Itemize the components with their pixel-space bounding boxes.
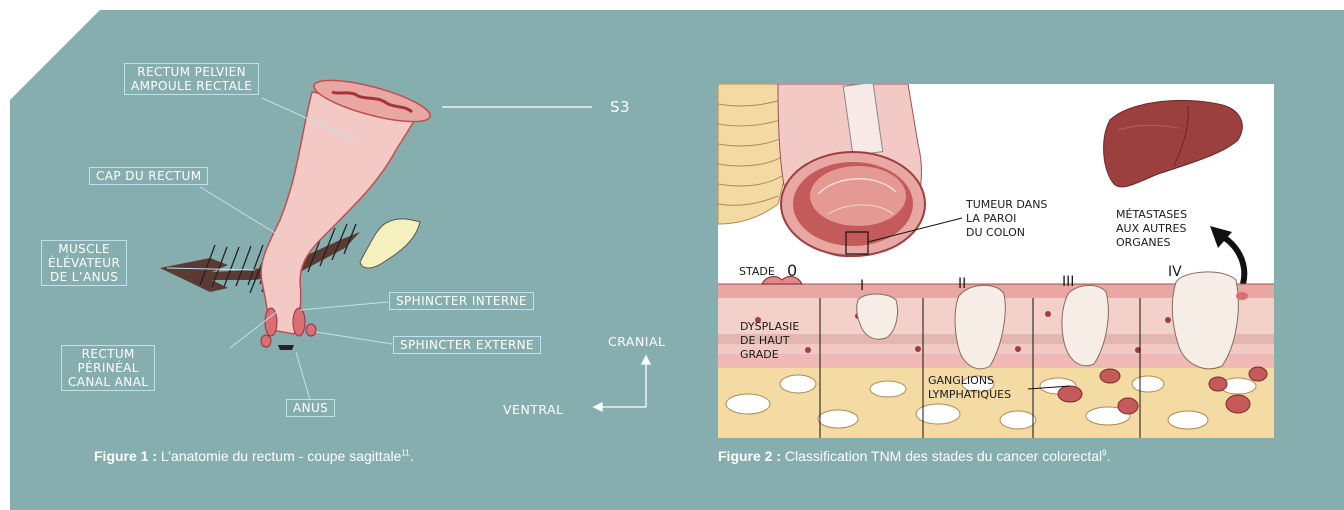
sphincter-external-shape xyxy=(261,335,271,347)
label-tumeur-line2: LA PAROI xyxy=(966,212,1047,226)
label-sphincter-interne: SPHINCTER INTERNE xyxy=(389,292,534,310)
label-tumeur-line3: DU COLON xyxy=(966,226,1047,240)
figure1-caption-ref: 11 xyxy=(401,448,409,457)
label-canal-anal: CANAL ANAL xyxy=(68,375,148,389)
label-cranial: CRANIAL xyxy=(608,334,666,349)
figure1-caption-text: L’anatomie du rectum - coupe sagittale xyxy=(157,448,401,464)
figure2-caption-text: Classification TNM des stades du cancer … xyxy=(781,448,1102,464)
coccyx xyxy=(360,219,420,268)
figure1-caption-end: . xyxy=(410,448,414,464)
label-ganglions-line1: GANGLIONS xyxy=(928,374,1011,388)
sphincter-internal-shape xyxy=(265,308,277,336)
label-dysplasie-line2: DE HAUT xyxy=(740,334,799,348)
label-dysplasie-line1: DYSPLASIE xyxy=(740,320,799,334)
label-stade: STADE xyxy=(739,265,775,279)
label-stage-0: 0 xyxy=(787,261,797,280)
label-muscle-line3: DE L’ANUS xyxy=(48,270,120,284)
label-rectum-perineal-line1: RECTUM xyxy=(68,347,148,361)
label-rectum-pelvien-line1: RECTUM PELVIEN xyxy=(131,65,252,79)
label-rectum-pelvien: RECTUM PELVIEN AMPOULE RECTALE xyxy=(124,63,259,95)
label-sphincter-externe: SPHINCTER EXTERNE xyxy=(393,336,541,354)
label-ampoule-rectale: AMPOULE RECTALE xyxy=(131,79,252,93)
levator-muscle xyxy=(160,224,360,293)
label-ganglions-line2: LYMPHATIQUES xyxy=(928,388,1011,402)
label-ventral: VENTRAL xyxy=(503,402,564,417)
label-rectum-perineal-line2: PÉRINÉAL xyxy=(68,361,148,375)
label-stage-3: III xyxy=(1062,274,1074,290)
label-metastases-line2: AUX AUTRES xyxy=(1116,222,1187,236)
label-anus: ANUS xyxy=(286,399,335,417)
colon xyxy=(778,84,925,257)
figure2-caption-end: . xyxy=(1107,448,1111,464)
label-muscle-line2: ÉLÉVATEUR xyxy=(48,256,120,270)
label-muscle-elevateur: MUSCLE ÉLÉVATEUR DE L’ANUS xyxy=(41,240,127,286)
label-tumeur-line1: TUMEUR DANS xyxy=(966,198,1047,212)
figure2-caption-bold: Figure 2 : xyxy=(718,448,781,464)
label-dysplasie: DYSPLASIE DE HAUT GRADE xyxy=(740,320,799,362)
label-metastases-line3: ORGANES xyxy=(1116,236,1187,250)
figure1-caption-bold: Figure 1 : xyxy=(94,448,157,464)
label-cap-du-rectum: CAP DU RECTUM xyxy=(89,167,208,185)
label-dysplasie-line3: GRADE xyxy=(740,348,799,362)
label-tumeur: TUMEUR DANS LA PAROI DU COLON xyxy=(966,198,1047,240)
label-metastases-line1: MÉTASTASES xyxy=(1116,208,1187,222)
label-stage-2: II xyxy=(958,276,966,292)
label-muscle-line1: MUSCLE xyxy=(48,242,120,256)
label-stage-4: IV xyxy=(1168,264,1182,280)
figure2-caption: Figure 2 : Classification TNM des stades… xyxy=(718,448,1110,464)
label-stage-1: I xyxy=(860,278,864,294)
label-rectum-perineal: RECTUM PÉRINÉAL CANAL ANAL xyxy=(61,345,155,391)
label-ganglions: GANGLIONS LYMPHATIQUES xyxy=(928,374,1011,402)
label-metastases: MÉTASTASES AUX AUTRES ORGANES xyxy=(1116,208,1187,250)
figure1-caption: Figure 1 : L’anatomie du rectum - coupe … xyxy=(94,448,414,464)
label-s3: S3 xyxy=(610,98,630,116)
